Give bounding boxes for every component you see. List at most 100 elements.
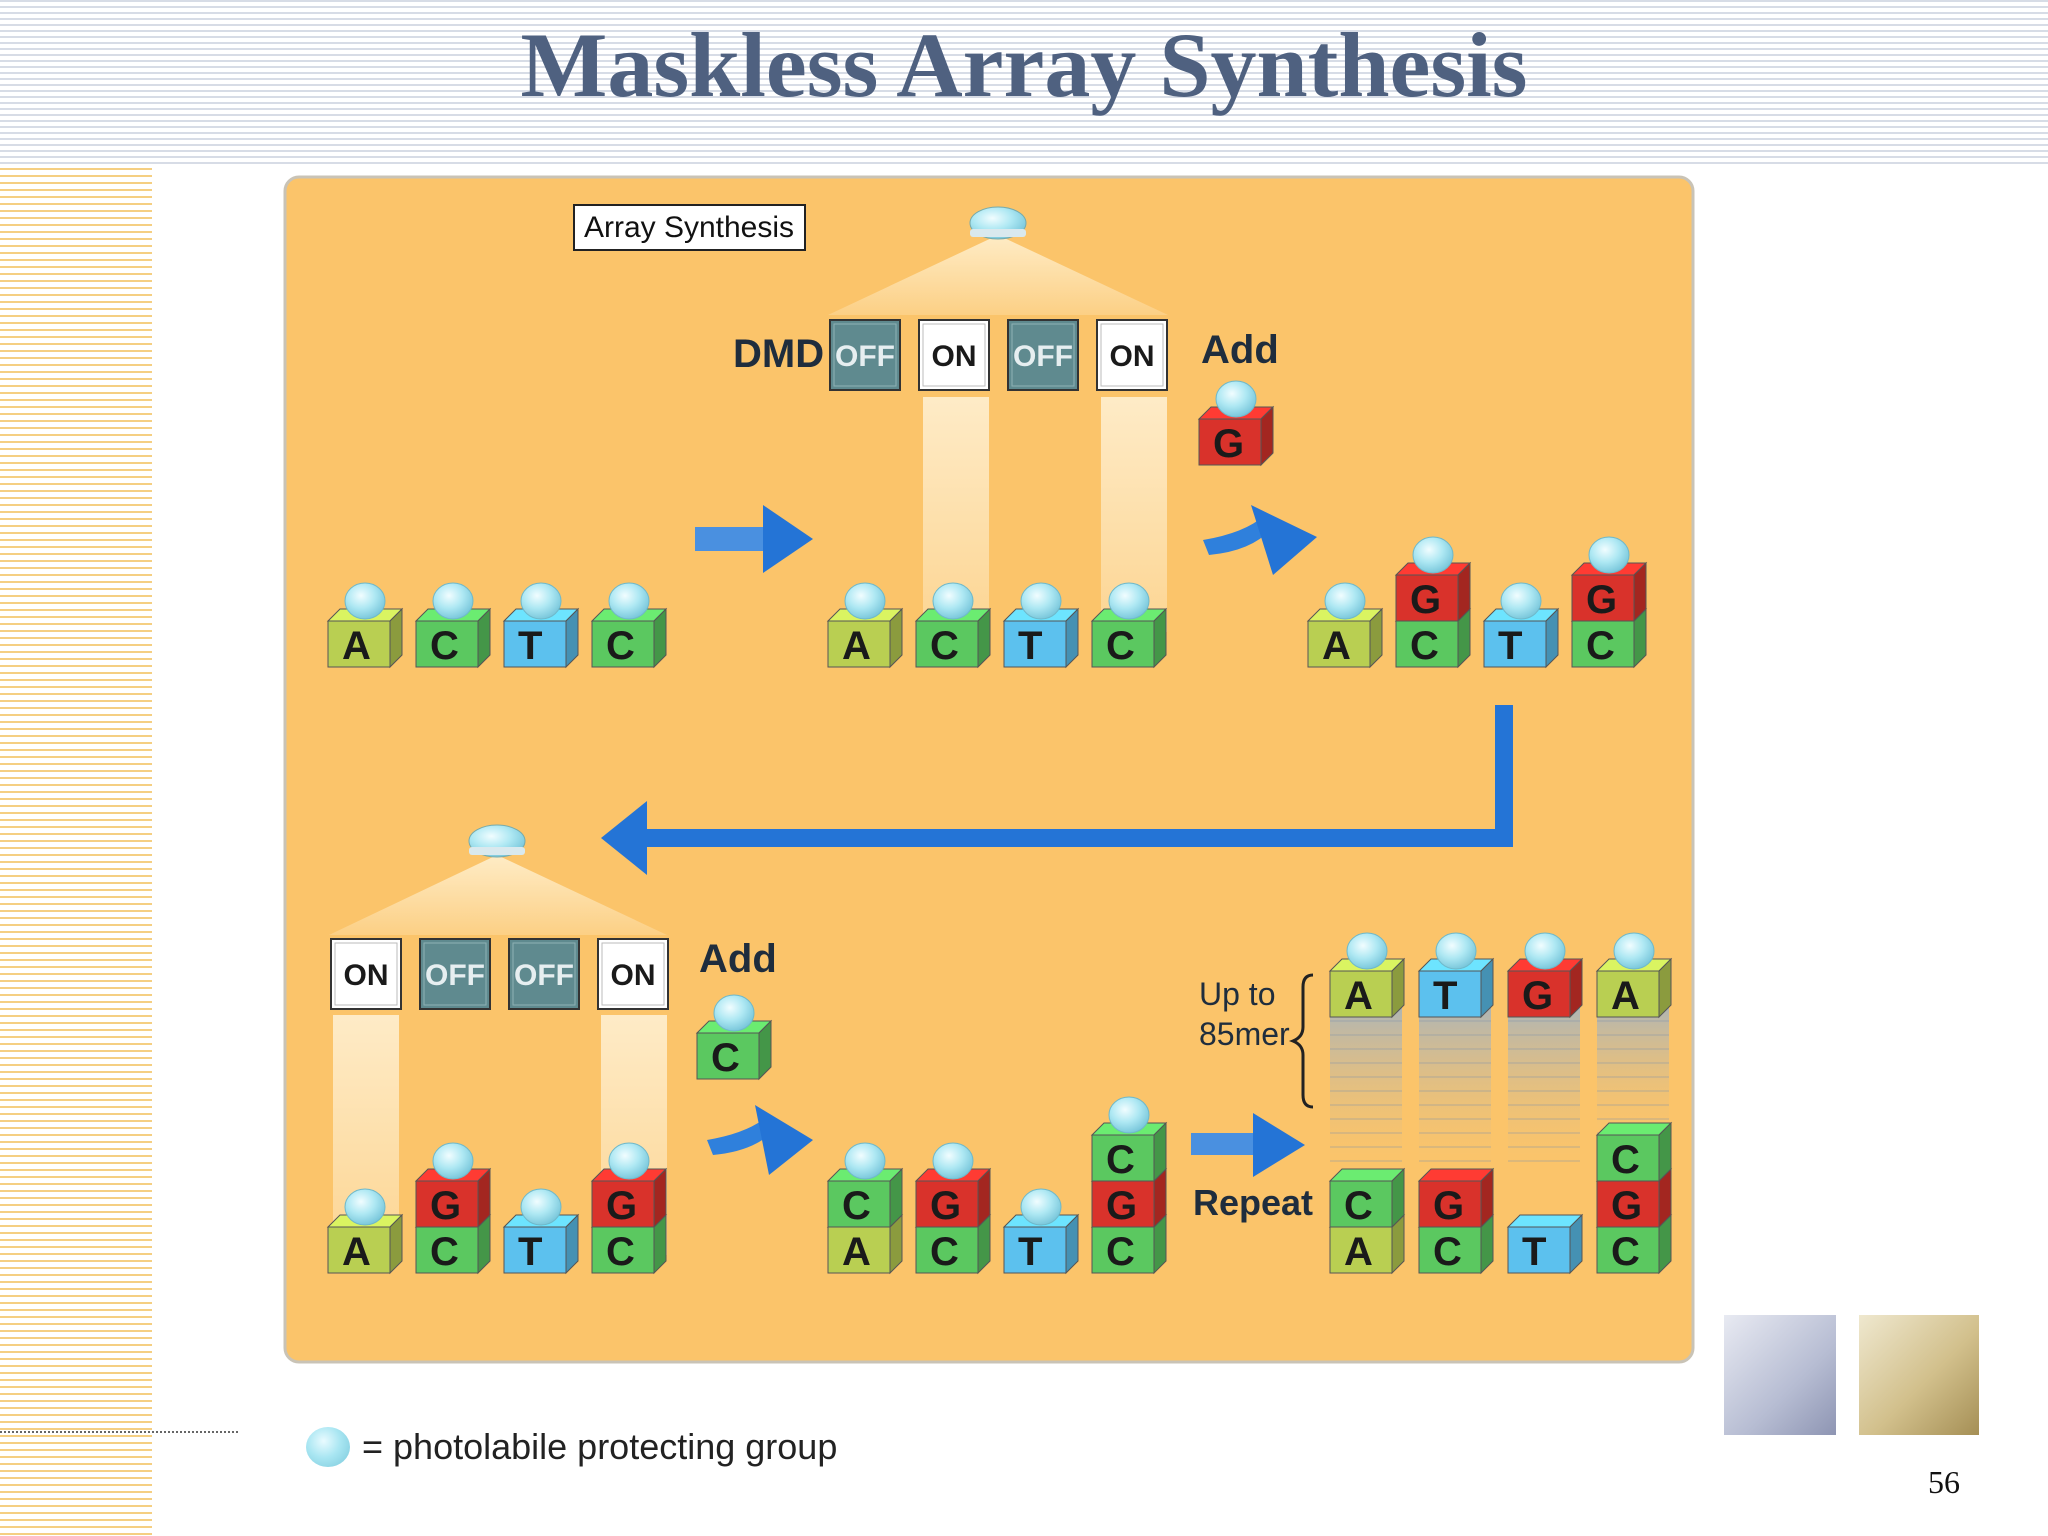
nucleotide-cube-G: G <box>1417 1167 1495 1229</box>
strand-after-step-2: T <box>1002 1188 1080 1275</box>
dmd-mirror-off: OFF <box>1007 319 1079 391</box>
photolabile-group-bead <box>608 582 650 620</box>
exposed-strand: A <box>826 582 904 669</box>
nucleotide-cube-A: A <box>326 607 404 669</box>
nucleotide-letter: A <box>842 1230 871 1274</box>
photolabile-group-bead <box>713 994 755 1032</box>
photolabile-group-bead <box>520 1188 562 1226</box>
photolabile-group-bead <box>1588 536 1630 574</box>
nucleotide-letter: C <box>430 624 459 668</box>
arrow-1 <box>695 505 813 573</box>
nucleotide-cube-A: A <box>1306 607 1384 669</box>
dmd-label: DMD <box>733 332 824 376</box>
added-nucleotides: GC <box>695 380 1275 1081</box>
nucleotide-letter: G <box>1611 1184 1642 1228</box>
photolabile-group-bead <box>520 582 562 620</box>
photolabile-group-bead <box>844 582 886 620</box>
nucleotide-cube-G: G <box>414 1167 492 1229</box>
nucleotide-cube-A: A <box>1595 957 1673 1019</box>
nucleotide-cube-C: C <box>695 1019 773 1081</box>
final-strand-base: AC <box>1328 1167 1406 1275</box>
svg-text:OFF: OFF <box>835 340 895 373</box>
initial-strand: C <box>590 582 668 669</box>
lamp-bottom-base <box>469 847 525 855</box>
svg-text:ON: ON <box>344 959 389 992</box>
nucleotide-cube-G: G <box>590 1167 668 1229</box>
nucleotide-letter: C <box>1410 624 1439 668</box>
nucleotide-cube-G: G <box>914 1167 992 1229</box>
nucleotide-letter: A <box>1344 974 1373 1018</box>
photolabile-group-bead <box>1412 536 1454 574</box>
array-synthesis-label-box <box>573 204 806 251</box>
nucleotide-cube-G: G <box>1394 561 1472 623</box>
exposed-strand: T <box>1002 582 1080 669</box>
nucleotide-letter: A <box>1344 1230 1373 1274</box>
strand-fade-1 <box>1330 995 1402 1165</box>
nucleotide-letter: G <box>1586 578 1617 622</box>
photolabile-group-bead <box>1613 932 1655 970</box>
dmd-mirror-on: ON <box>1096 319 1168 391</box>
photolabile-group-bead <box>844 1142 886 1180</box>
strand-fade-3 <box>1508 995 1580 1165</box>
footer-divider <box>0 1431 238 1433</box>
nucleotide-letter: C <box>606 624 635 668</box>
svg-text:OFF: OFF <box>1013 340 1073 373</box>
nucleotide-cube-C: C <box>1595 1213 1673 1275</box>
photolabile-group-bead <box>1524 932 1566 970</box>
nucleotide-cube-C: C <box>414 607 492 669</box>
photolabile-group-bead <box>1435 932 1477 970</box>
final-strand-base: CG <box>1417 1167 1495 1275</box>
strand-before-step-2: CG <box>414 1142 492 1275</box>
up-to-label-1: Up to <box>1199 976 1275 1012</box>
nucleotide-letter: C <box>1106 1230 1135 1274</box>
add-label-2: Add <box>699 937 777 981</box>
exposed-strand: C <box>1090 582 1168 669</box>
nucleotide-letter: C <box>711 1036 740 1080</box>
added-nucleotide-c: C <box>695 994 773 1081</box>
header-stripes <box>0 0 2048 168</box>
nucleotide-letter: G <box>1106 1184 1137 1228</box>
nucleotide-cube-A: A <box>826 607 904 669</box>
nucleotide-letter: C <box>606 1230 635 1274</box>
length-bracket <box>1288 973 1314 1109</box>
nucleotide-letter: A <box>342 624 371 668</box>
photolabile-group-bead <box>1500 582 1542 620</box>
nucleotide-letter: C <box>1344 1184 1373 1228</box>
nucleotide-letter: A <box>842 624 871 668</box>
strand-fade-4 <box>1597 995 1669 1135</box>
arrow-4 <box>1191 1113 1305 1177</box>
photolabile-group-bead <box>432 582 474 620</box>
nucleotide-letter: G <box>430 1184 461 1228</box>
photolabile-group-bead <box>932 582 974 620</box>
nucleotide-letter: A <box>1322 624 1351 668</box>
nucleotide-cube-G: G <box>1197 405 1275 467</box>
up-to-label-2: 85mer <box>1199 1016 1290 1052</box>
nucleotide-cube-C: C <box>1090 607 1168 669</box>
arrow-2 <box>1203 505 1317 575</box>
dmd-mirror-off: OFF <box>508 938 580 1010</box>
nucleotide-cube-G: G <box>1506 957 1584 1019</box>
slide-title: Maskless Array Synthesis <box>520 14 1528 116</box>
nucleotide-cube-C: C <box>1328 1167 1406 1229</box>
nucleotide-letter: T <box>1018 1230 1042 1274</box>
strand-fade-lines <box>1330 1006 1669 1162</box>
protecting-group-icon <box>306 1427 350 1467</box>
nucleotide-cube-T: T <box>1002 607 1080 669</box>
lamp-top-base <box>970 229 1026 237</box>
legend: = photolabile protecting group <box>306 1424 837 1470</box>
photolabile-group-bead <box>1020 1188 1062 1226</box>
added-nucleotide-g: G <box>1197 380 1275 467</box>
nucleotide-cube-A: A <box>326 1213 404 1275</box>
nucleotide-cube-C: C <box>826 1167 904 1229</box>
photolabile-group-bead <box>1346 932 1388 970</box>
photolabile-group-bead <box>1020 582 1062 620</box>
strand-after-step-1: CG <box>1394 536 1472 669</box>
nucleotide-letter: C <box>1106 1138 1135 1182</box>
nucleotide-letter: G <box>1522 974 1553 1018</box>
nucleotide-letter: T <box>1498 624 1522 668</box>
legend-text: = photolabile protecting group <box>362 1426 838 1467</box>
